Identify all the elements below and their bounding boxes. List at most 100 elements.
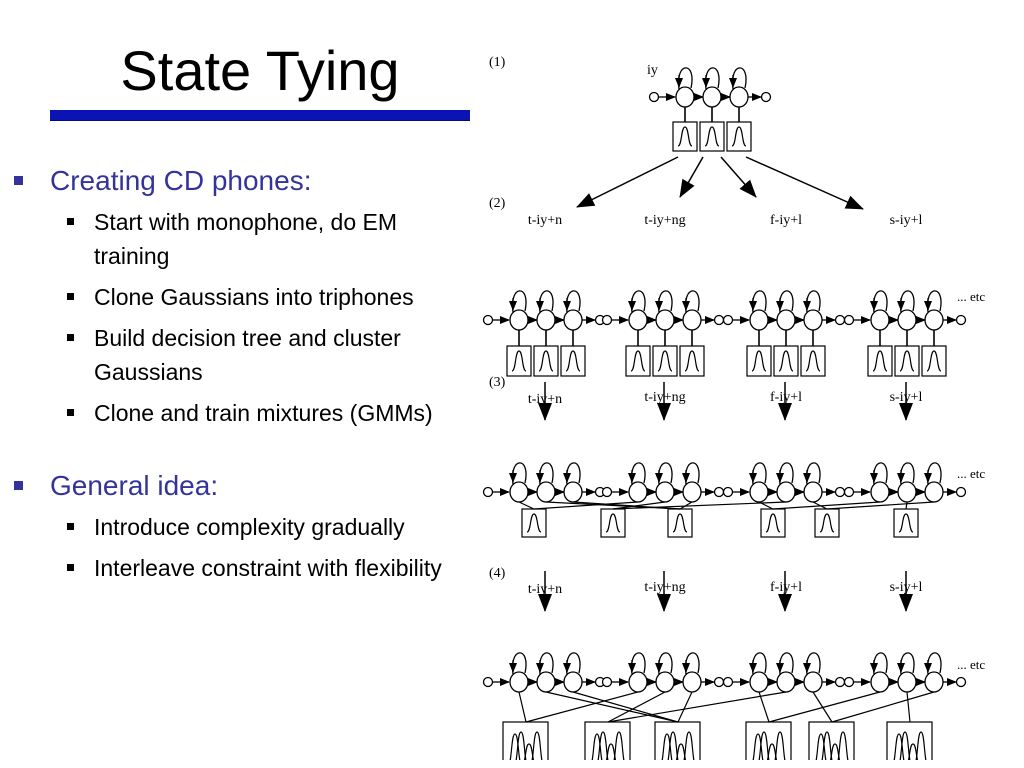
entry-node-icon: [843, 486, 855, 498]
self-loop-arc: [899, 290, 915, 313]
monophone-label: iy: [647, 63, 658, 78]
tying-link: [607, 691, 666, 723]
bullet-text: Introduce complexity gradually: [94, 514, 405, 540]
hmm-state-node: [803, 481, 823, 503]
self-loop-arc: [805, 290, 821, 313]
self-loop-arc: [511, 290, 527, 313]
gaussian-box: [893, 508, 919, 538]
entry-node-icon: [601, 314, 613, 326]
gaussian-curve-icon: [684, 350, 700, 372]
hmm-state-node: [628, 481, 648, 503]
triphone-label: t-iy+ng: [644, 390, 685, 405]
gaussian-curve-icon: [805, 350, 821, 372]
hmm-state-node: [682, 671, 702, 693]
self-loop-arc: [657, 652, 673, 675]
hmm-state-node: [536, 671, 556, 693]
gaussian-curve-icon: [751, 350, 767, 372]
hmm-state-node: [563, 309, 583, 331]
hmm-state-node: [655, 309, 675, 331]
self-loop-arc: [899, 462, 915, 485]
gmm-curve-icon: [659, 733, 675, 766]
self-loop-arc: [511, 462, 527, 485]
self-loop-arc: [704, 67, 720, 90]
gaussian-curve-icon: [526, 513, 542, 533]
gaussian-curve-icon: [731, 126, 747, 147]
bullet-text: Clone Gaussians into triphones: [94, 284, 414, 310]
gaussian-box: [814, 508, 840, 538]
self-loop-arc: [872, 652, 888, 675]
etc-label: ... etc: [957, 289, 985, 304]
self-loop-arc: [657, 290, 673, 313]
hmm-state-node: [628, 309, 648, 331]
self-loop-arc: [778, 290, 794, 313]
gaussian-curve-icon: [898, 513, 914, 533]
entry-node-icon: [722, 314, 734, 326]
hmm-state-node: [655, 481, 675, 503]
self-loop-arc: [872, 462, 888, 485]
tying-link: [525, 691, 639, 723]
tying-link: [906, 691, 911, 723]
exit-node-icon: [955, 314, 967, 326]
exit-node-icon: [713, 314, 725, 326]
self-loop-arc: [657, 462, 673, 485]
self-loop-arc: [872, 290, 888, 313]
gaussian-box: [760, 508, 786, 538]
hmm-state-node: [682, 481, 702, 503]
hmm-state-node: [729, 86, 749, 108]
bullet-group-general-idea: General idea: Introduce complexity gradu…: [12, 468, 442, 585]
hmm-state-node: [749, 481, 769, 503]
self-loop-arc: [751, 652, 767, 675]
hmm-state-node: [776, 309, 796, 331]
triphone-label: f-iy+l: [770, 213, 802, 228]
etc-label: ... etc: [957, 466, 985, 481]
hmm-state-node: [776, 671, 796, 693]
hmm-state-node: [870, 309, 890, 331]
entry-node-icon: [482, 486, 494, 498]
gaussian-curve-icon: [899, 350, 915, 372]
gaussian-box: [672, 121, 698, 152]
tying-link: [831, 691, 935, 723]
self-loop-arc: [926, 462, 942, 485]
slide-title: State Tying: [120, 39, 400, 102]
hmm-state-node: [675, 86, 695, 108]
stage-label-2: (2): [489, 196, 506, 211]
triphone-label: s-iy+l: [890, 213, 923, 228]
hmm-state-node: [776, 481, 796, 503]
self-loop-arc: [778, 462, 794, 485]
self-loop-arc: [926, 652, 942, 675]
bullet-text: Interleave constraint with flexibility: [94, 555, 442, 581]
exit-node-icon: [713, 486, 725, 498]
self-loop-arc: [805, 652, 821, 675]
tying-link: [826, 501, 935, 510]
entry-node-icon: [722, 676, 734, 688]
hmm-state-node: [702, 86, 722, 108]
gaussian-curve-icon: [565, 350, 581, 372]
square-bullet-icon: [67, 409, 74, 416]
self-loop-arc: [565, 290, 581, 313]
clone-arrow: [745, 156, 864, 210]
hmm-state-node: [563, 481, 583, 503]
gaussian-curve-icon: [630, 350, 646, 372]
etc-label: ... etc: [957, 657, 985, 672]
entry-node-icon: [482, 676, 494, 688]
tying-link: [572, 691, 679, 723]
gmm-curve-icon: [589, 733, 605, 766]
gaussian-box: [726, 121, 752, 152]
gaussian-box: [699, 121, 725, 152]
bullet-text: Start with monophone, do EM training: [94, 209, 397, 269]
tying-link: [612, 501, 666, 510]
self-loop-arc: [538, 462, 554, 485]
self-loop-arc: [538, 290, 554, 313]
gaussian-box: [506, 345, 532, 377]
hmm-state-node: [509, 309, 529, 331]
gaussian-curve-icon: [677, 126, 693, 147]
tying-link: [533, 501, 639, 510]
gaussian-curve-icon: [926, 350, 942, 372]
triphone-label: t-iy+ng: [644, 580, 685, 595]
tying-link: [768, 691, 881, 723]
gmm-curve-icon: [665, 731, 681, 766]
gmm-curve-icon: [529, 731, 545, 766]
gmm-curve-icon: [913, 731, 929, 766]
hmm-state-node: [803, 671, 823, 693]
exit-node-icon: [834, 486, 846, 498]
